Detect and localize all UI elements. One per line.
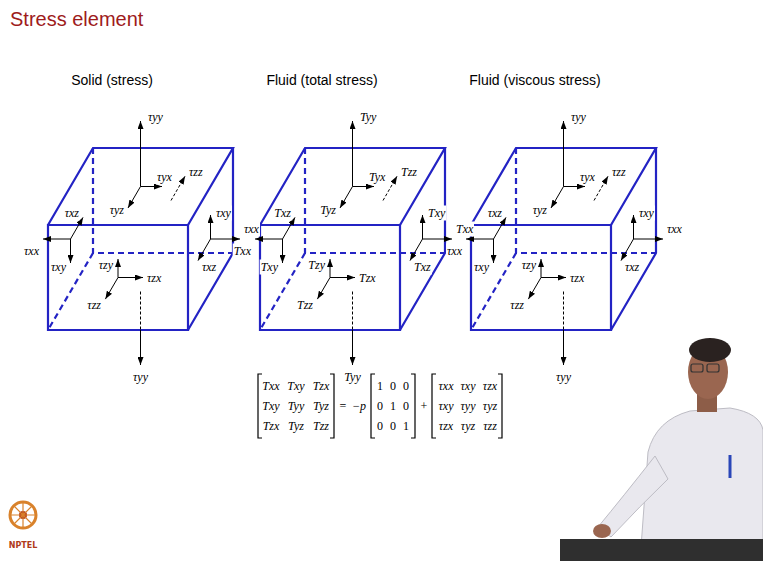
equals-sign: = (340, 399, 347, 414)
matrix-entry: τzz (483, 419, 497, 434)
identity-entry: 0 (390, 419, 396, 434)
stress-label: τxy (50, 260, 67, 275)
stress-label: Txx (455, 222, 474, 237)
glasses (707, 364, 719, 372)
matrix-entry: τxy (439, 399, 454, 414)
matrix-entry: Txy (262, 399, 279, 414)
stress-label: τxz (64, 206, 80, 221)
stress-label: τxy (215, 206, 232, 221)
stress-label: Tyz (319, 203, 337, 218)
matrix-bracket (330, 374, 334, 438)
pen (729, 455, 732, 478)
lectern (560, 539, 763, 561)
stress-label: τyz (532, 203, 548, 218)
stress-label: τyy (570, 110, 587, 125)
stress-label: Tyx (368, 170, 386, 185)
stress-cube (255, 121, 452, 365)
matrix-entry: τxx (439, 379, 454, 394)
stress-label: τxz (624, 260, 640, 275)
matrix-bracket (411, 374, 415, 438)
stress-label: Tzz (296, 298, 314, 313)
nptel-logo (10, 502, 36, 528)
matrix-entry: Txx (262, 379, 279, 394)
matrix-entry: Txy (287, 379, 304, 394)
stress-label: τxx (23, 244, 40, 259)
matrix-bracket (432, 374, 436, 438)
matrix-entry: Tyz (288, 419, 304, 434)
stress-label: τzz (611, 165, 627, 180)
matrix-bracket (498, 374, 502, 438)
logo-wheel (10, 502, 36, 528)
identity-entry: 0 (377, 419, 383, 434)
stress-label: τxx (243, 222, 260, 237)
identity-entry: 0 (403, 379, 409, 394)
stress-label: Tyy (359, 110, 377, 125)
pressure-term: −p (352, 399, 366, 414)
identity-entry: 0 (403, 399, 409, 414)
stress-label: τyy (555, 370, 572, 385)
stress-label: τzy (98, 258, 114, 273)
stress-label: Txz (273, 206, 292, 221)
stress-cube (43, 121, 240, 365)
column-heading: Fluid (viscous stress) (469, 72, 600, 88)
stress-label: τxz (201, 260, 217, 275)
stress-label: τxy (473, 260, 490, 275)
stress-label: τzz (86, 298, 102, 313)
glasses (691, 364, 703, 372)
matrix-bracket (371, 374, 375, 438)
matrix-entry: τzx (439, 419, 453, 434)
matrix-entry: τyy (461, 399, 476, 414)
matrix-entry: τyz (461, 419, 475, 434)
matrix-entry: Tyz (313, 399, 329, 414)
stress-label: τxy (638, 206, 655, 221)
stress-label: τyy (132, 370, 149, 385)
stress-label: τzy (521, 258, 537, 273)
stress-label: τyz (109, 203, 125, 218)
stress-label: Tyy (343, 370, 361, 385)
identity-entry: 0 (390, 379, 396, 394)
stress-label: Tzx (358, 270, 377, 285)
stress-label: τzx (146, 270, 162, 285)
logo-text: NPTEL (9, 541, 38, 550)
matrix-bracket (258, 374, 262, 438)
stress-label: τxx (666, 222, 683, 237)
identity-entry: 0 (377, 399, 383, 414)
slide-title: Stress element (10, 8, 143, 31)
hand (593, 524, 611, 538)
column-heading: Solid (stress) (71, 72, 153, 88)
stress-label: τyx (156, 170, 173, 185)
stress-label: Txx (233, 244, 252, 259)
matrix-entry: Tzx (263, 419, 280, 434)
stress-label: Txy (260, 260, 279, 275)
hair (689, 338, 731, 362)
plus-sign: + (421, 399, 428, 414)
stress-label: τxx (446, 244, 463, 259)
stress-label: τzz (188, 165, 204, 180)
stress-label: Tzz (400, 165, 418, 180)
matrix-entry: Tzz (313, 419, 329, 434)
lecturer-figure (560, 338, 763, 561)
matrix-entry: Tyy (288, 399, 304, 414)
stress-label: Txy (427, 206, 446, 221)
identity-entry: 1 (403, 419, 409, 434)
matrix-entry: Tzx (313, 379, 330, 394)
stress-label: Txz (413, 260, 432, 275)
matrix-entry: τxy (461, 379, 476, 394)
matrix-entry: τzx (483, 379, 497, 394)
stress-label: τzx (569, 270, 585, 285)
identity-entry: 1 (390, 399, 396, 414)
matrix-entry: τyz (483, 399, 497, 414)
stress-label: τzz (509, 298, 525, 313)
stress-cube (466, 121, 663, 365)
stress-label: τxz (487, 206, 503, 221)
stress-label: Tzy (307, 258, 326, 273)
logo-spokes (10, 502, 36, 528)
column-heading: Fluid (total stress) (266, 72, 377, 88)
arm (598, 456, 668, 537)
identity-entry: 1 (377, 379, 383, 394)
stress-label: τyx (579, 170, 596, 185)
stress-label: τyy (147, 110, 164, 125)
